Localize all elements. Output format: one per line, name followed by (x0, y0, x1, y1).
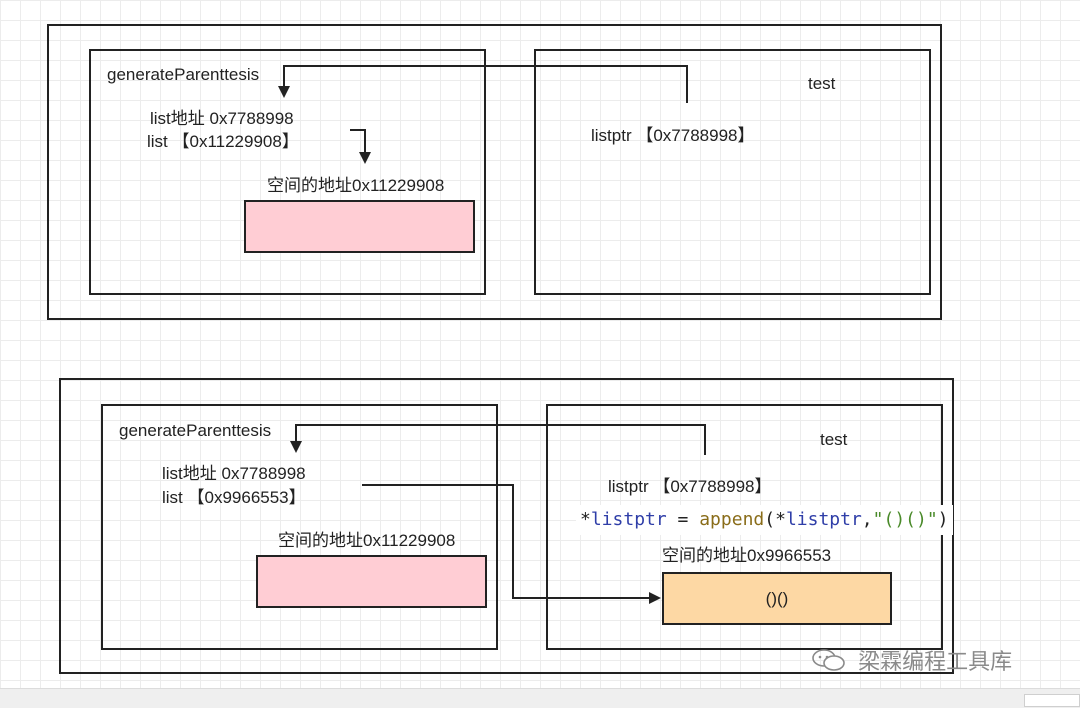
code-assign: = (666, 509, 700, 530)
append-code-snippet: *listptr = append(*listptr,"()()") (576, 505, 953, 535)
top-generate-frame-label: generateParenttesis (107, 65, 260, 84)
bottom-listptr-arrow (290, 424, 706, 455)
bottom-test-frame-label: test (820, 430, 848, 449)
code-deref: * (580, 509, 591, 530)
top-list-value: list 【0x11229908】 (147, 132, 299, 151)
bottom-new-memory-cell: ()() (662, 572, 892, 625)
top-generate-frame (89, 49, 486, 295)
watermark: 梁霖编程工具库 (812, 644, 1012, 678)
bottom-generate-frame-label: generateParenttesis (119, 421, 272, 440)
code-listptr: listptr (590, 509, 667, 530)
code-open: (* (764, 509, 786, 530)
bottom-old-memory-cell (256, 555, 487, 608)
top-test-frame (534, 49, 931, 295)
top-listptr: listptr 【0x7788998】 (591, 126, 755, 145)
top-listptr-arrow (278, 65, 688, 103)
bottom-generate-frame (101, 404, 498, 650)
corner-control[interactable] (1024, 694, 1080, 707)
bottom-new-space-label: 空间的地址0x9966553 (662, 546, 832, 565)
top-test-frame-label: test (808, 74, 836, 93)
bottom-listptr: listptr 【0x7788998】 (608, 477, 772, 496)
top-space-label: 空间的地址0x11229908 (267, 176, 445, 195)
code-string-arg: "()()" (872, 509, 938, 530)
bottom-list-address: list地址 0x7788998 (162, 464, 306, 483)
new-memory-cell-value: ()() (765, 588, 789, 608)
code-listptr-arg: listptr (785, 509, 862, 530)
top-list-address: list地址 0x7788998 (150, 109, 294, 128)
top-outer-frame (47, 24, 942, 320)
canvas-bottom-bar (0, 688, 1080, 708)
chat-bubble-icon (812, 648, 846, 678)
bottom-outer-frame (59, 378, 954, 674)
bottom-list-value: list 【0x9966553】 (162, 488, 306, 507)
code-append-fn: append (699, 509, 765, 530)
bottom-old-space-label: 空间的地址0x11229908 (278, 531, 456, 550)
bottom-list-to-new-space-arrow (362, 484, 661, 604)
top-memory-cell (244, 200, 475, 253)
code-close: ) (937, 509, 949, 530)
code-comma: , (861, 509, 873, 530)
top-list-to-space-arrow (350, 129, 371, 164)
watermark-text: 梁霖编程工具库 (858, 649, 1013, 674)
